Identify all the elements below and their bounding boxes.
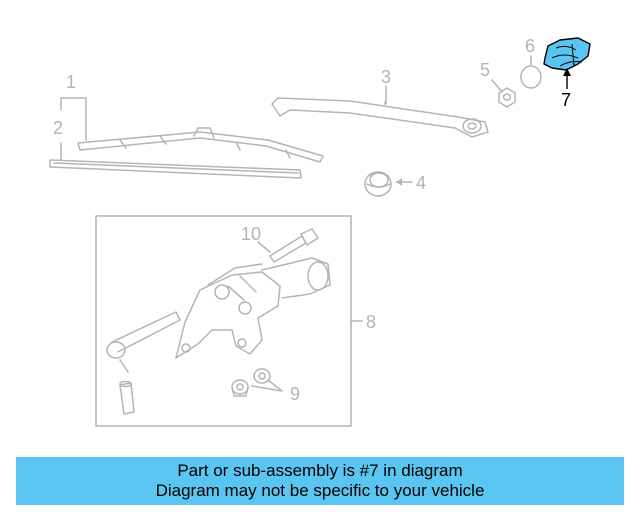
callout-2: 2 — [53, 118, 63, 138]
callout-8: 8 — [366, 312, 376, 332]
wiper-arm-part — [271, 97, 489, 138]
grommet-part — [364, 171, 392, 197]
spindle-part — [269, 228, 319, 263]
callout-10: 10 — [241, 224, 261, 244]
wiper-blade-part — [49, 97, 324, 179]
info-banner: Part or sub-assembly is #7 in diagram Di… — [16, 457, 624, 505]
wiper-motor-part — [106, 257, 331, 373]
callout-9: 9 — [290, 384, 300, 404]
leader-line-5 — [491, 79, 503, 93]
pivot-sleeve-part — [119, 380, 135, 415]
bushing-part — [231, 368, 271, 397]
callout-3: 3 — [381, 67, 391, 87]
banner-line-part: Part or sub-assembly is #7 in diagram — [177, 461, 463, 480]
nut-part — [498, 87, 516, 108]
leader-line-9 — [251, 379, 283, 392]
callout-1: 1 — [66, 72, 76, 92]
callout-4: 4 — [416, 173, 426, 193]
callout-7[interactable]: 7 — [561, 90, 571, 110]
motor-assembly-box — [95, 215, 352, 427]
washer-part — [520, 65, 542, 89]
leader-line-10 — [257, 241, 271, 253]
parts-diagram: 1 2 3 4 5 6 7 8 9 10 — [49, 36, 591, 427]
banner-line-disclaimer: Diagram may not be specific to your vehi… — [155, 481, 485, 500]
callout-6: 6 — [525, 36, 535, 56]
callout-5: 5 — [480, 60, 490, 80]
highlighted-part-7[interactable] — [543, 37, 591, 71]
